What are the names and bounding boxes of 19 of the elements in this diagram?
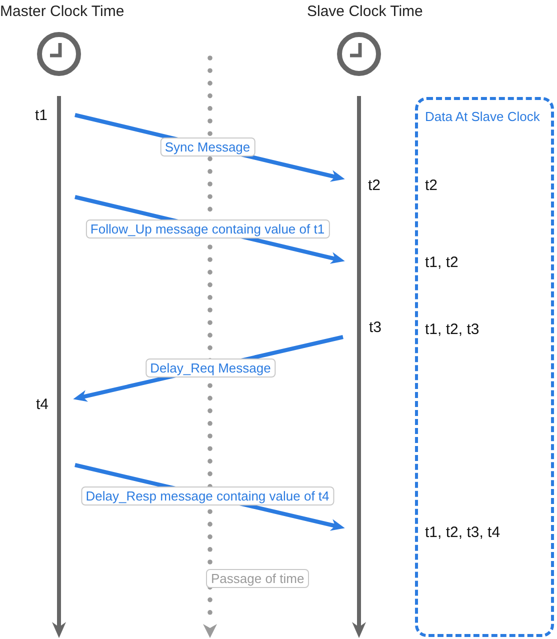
time-label: t3 [369,319,382,336]
edge-label: Delay_Resp message containg value of t4 [80,486,334,506]
lifeline [352,96,366,639]
dashed-panel [415,97,554,637]
timestamp-text: t1, t2, t3 [425,321,480,338]
edge-label: Sync Message [160,137,256,156]
time-label: t1 [35,107,48,124]
edge-label: Follow_Up message containg value of t1 [85,219,330,238]
column-heading: Master Clock Time [0,3,124,20]
lifeline [52,96,66,639]
column-heading: Slave Clock Time [307,3,423,20]
axis-label: Passage of time [206,569,310,588]
time-label: t4 [36,396,49,413]
panel-heading: Data At Slave Clock [425,109,540,124]
timestamp-text: t1, t2, t3, t4 [425,524,500,541]
edge-label: Delay_Req Message [145,358,276,377]
timestamp-text: t1, t2 [425,254,458,271]
time-label: t2 [368,177,381,194]
timestamp-text: t2 [425,177,438,194]
